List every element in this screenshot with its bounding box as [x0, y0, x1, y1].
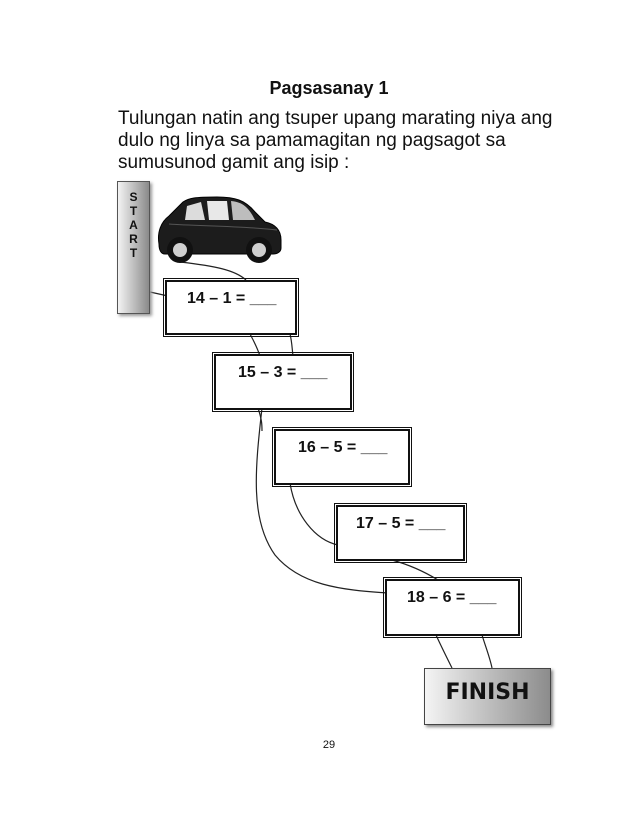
start-letter: A — [129, 218, 138, 232]
worksheet-title: Pagsasanay 1 — [269, 78, 389, 98]
start-sign: S T A R T — [117, 181, 150, 314]
problem-text: 14 – 1 = ___ — [187, 290, 277, 307]
start-letter: S — [129, 190, 138, 204]
page-number: 29 — [322, 739, 336, 751]
problem-box: 17 – 5 = ___ — [334, 503, 467, 563]
problem-box: 16 – 5 = ___ — [272, 427, 412, 487]
car-icon — [158, 196, 282, 263]
problem-box: 18 – 6 = ___ — [383, 577, 522, 638]
start-letter: R — [129, 232, 138, 246]
finish-sign: FINISH — [424, 668, 551, 725]
problem-text: 16 – 5 = ___ — [298, 439, 388, 456]
problem-box: 15 – 3 = ___ — [212, 352, 354, 412]
start-letter: T — [129, 204, 138, 218]
instruction-line: sumusunod gamit ang isip : — [118, 152, 350, 173]
instruction-line: dulo ng linya sa pamamagitan ng pagsagot… — [118, 130, 506, 151]
problem-box: 14 – 1 = ___ — [163, 278, 299, 337]
problem-text: 18 – 6 = ___ — [407, 589, 497, 606]
problem-text: 17 – 5 = ___ — [356, 515, 446, 532]
start-letter: T — [129, 246, 138, 260]
problem-text: 15 – 3 = ___ — [238, 364, 328, 381]
instructions: Tulungan natin ang tsuper upang marating… — [118, 108, 578, 174]
instruction-line: Tulungan natin ang tsuper upang marating… — [118, 108, 553, 129]
